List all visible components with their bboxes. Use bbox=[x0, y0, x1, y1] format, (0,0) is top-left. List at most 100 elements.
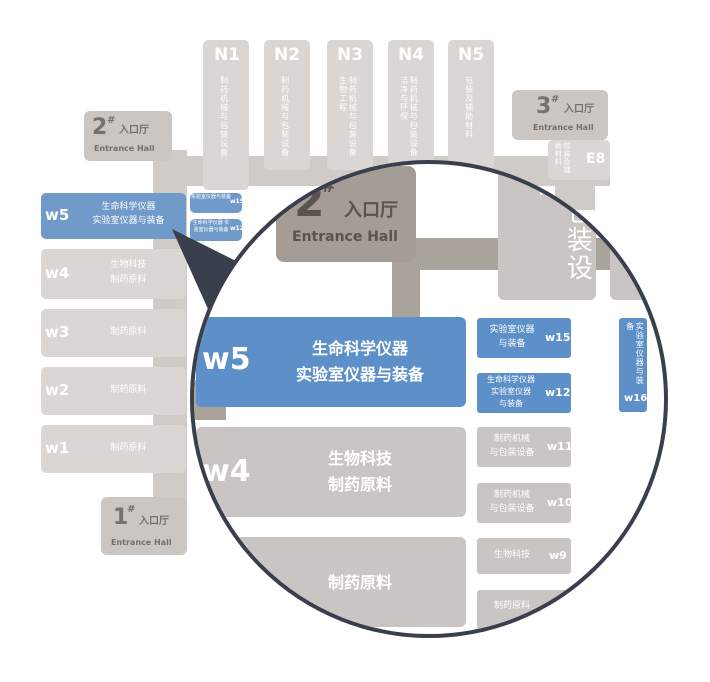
zoom-hall-w3[interactable]: 制药原料 bbox=[196, 537, 466, 627]
hall-line-2: 实验室仪器与装备 bbox=[295, 365, 424, 384]
hall-w15-small[interactable]: 实验室仪器与装备 w15 bbox=[190, 193, 242, 213]
hall-code: w15 bbox=[230, 198, 242, 205]
entrance-number: 3 bbox=[536, 94, 552, 119]
hall-name: 制药机械与包装设备 洁净与环保 bbox=[399, 76, 419, 157]
hall-w4[interactable]: w4 生物科技 制药原料 bbox=[41, 249, 186, 299]
hall-w2[interactable]: w2 制药原料 bbox=[41, 367, 186, 415]
hall-code: E8 bbox=[586, 151, 606, 167]
hall-name: 包装及辅助材料 bbox=[464, 76, 474, 139]
hall-n1[interactable]: N1 制药机械与包装设备 bbox=[203, 40, 249, 190]
hall-line-2: 制药原料 bbox=[327, 475, 392, 494]
zoom-hall-w16[interactable]: 实验室仪器与装备 w16 bbox=[619, 318, 647, 412]
entrance-label-cn: 入口厅 bbox=[119, 125, 149, 136]
hall-n3[interactable]: N3 制药机械与包装设备 生物工程 bbox=[327, 40, 373, 170]
zoom-hall-w4[interactable]: w4 生物科技 制药原料 bbox=[196, 427, 466, 517]
hall-code: N2 bbox=[274, 45, 301, 65]
hall-code: N1 bbox=[214, 45, 241, 65]
zoom-hall-n-fragment[interactable]: 与包装设备 bbox=[498, 164, 596, 300]
magnified-map: 2 # 入口厅 Entrance Hall 与包装设备 w5 生命科学仪器 实验… bbox=[194, 164, 664, 634]
hall-line-1: 制药原料 bbox=[110, 443, 147, 453]
hall-code: w3 bbox=[45, 323, 70, 341]
hall-code: w16 bbox=[624, 393, 647, 404]
zoom-hall-w12[interactable]: 生命科学仪器 实验室仪器 与装备 w12 bbox=[477, 373, 571, 413]
hall-code: w2 bbox=[45, 381, 70, 399]
hall-text: 生命科学仪器 实验室仪器与装备 bbox=[192, 220, 230, 233]
entrance-label-cn: 入口厅 bbox=[344, 200, 398, 221]
zoom-hall-w9[interactable]: 生物科技 w9 bbox=[477, 538, 571, 574]
hall-name: 包装及辅助材料 bbox=[554, 142, 571, 174]
entrance-hall-2-small[interactable]: 2 # 入口厅 Entrance Hall bbox=[84, 111, 172, 161]
hall-code: w12 bbox=[545, 386, 571, 399]
zoom-hall-w15[interactable]: 实验室仪器 与装备 w15 bbox=[477, 318, 571, 358]
hall-code: w10 bbox=[547, 496, 571, 509]
hall-line-1: 制药机械 bbox=[493, 434, 530, 444]
hall-line-1: 制药原料 bbox=[493, 601, 530, 611]
hall-code: N4 bbox=[398, 45, 425, 65]
zoom-hall-w10[interactable]: 制药机械 与包装设备 w10 bbox=[477, 483, 571, 523]
hall-name: 制药机械与包装设备 bbox=[280, 76, 290, 157]
entrance-label-cn: 入口厅 bbox=[564, 104, 594, 115]
hall-code: w11 bbox=[547, 440, 571, 453]
hall-line-2: 制药原料 bbox=[110, 275, 147, 285]
entrance-hall-3[interactable]: 3 # 入口厅 Entrance Hall bbox=[512, 90, 608, 140]
zoom-hall-w8[interactable]: 制药原料 bbox=[477, 590, 571, 630]
hall-line-1: 制药原料 bbox=[110, 327, 147, 337]
hall-code: w12 bbox=[230, 225, 242, 232]
entrance-number: 1 bbox=[113, 505, 129, 530]
zoom-hall-w5[interactable]: w5 生命科学仪器 实验室仪器与装备 bbox=[196, 317, 466, 407]
entrance-number: 2 bbox=[92, 115, 108, 140]
hall-name-fragment: 与包装设备 bbox=[531, 170, 593, 282]
entrance-label-cn: 入口厅 bbox=[139, 516, 169, 527]
hall-line-1: 生物科技 bbox=[110, 260, 147, 270]
hall-line-1: 实验室仪器 bbox=[489, 325, 535, 335]
hall-code: N5 bbox=[458, 45, 485, 65]
hall-code: w5 bbox=[202, 342, 251, 377]
entrance-mark: # bbox=[107, 115, 116, 126]
hall-code: w4 bbox=[202, 454, 251, 489]
hall-text: 实验室仪器与装备 bbox=[191, 194, 232, 200]
zoom-hall-w11[interactable]: 制药机械 与包装设备 w11 bbox=[477, 427, 571, 467]
hall-code: w5 bbox=[45, 206, 70, 224]
entrance-mark: # bbox=[551, 94, 560, 105]
hall-code: w9 bbox=[549, 549, 567, 562]
hall-n4[interactable]: N4 制药机械与包装设备 洁净与环保 bbox=[388, 40, 434, 170]
hall-line-2: 实验室仪器与装备 bbox=[92, 216, 165, 226]
hall-w12-small[interactable]: 生命科学仪器 实验室仪器与装备 w12 bbox=[190, 219, 242, 241]
entrance-number: 2 bbox=[294, 176, 325, 227]
hall-line-2: 与包装设备 bbox=[489, 448, 535, 458]
entrance-label-en: Entrance Hall bbox=[292, 229, 398, 245]
entrance-hall-1[interactable]: 1 # 入口厅 Entrance Hall bbox=[101, 497, 187, 555]
hall-line-2: 实验室仪器 bbox=[491, 387, 531, 396]
hall-line-1: 生命科学仪器 bbox=[487, 375, 535, 384]
hall-line-2: 与包装设备 bbox=[489, 504, 535, 514]
entrance-label-en: Entrance Hall bbox=[111, 538, 172, 547]
hall-line-3: 与装备 bbox=[499, 399, 523, 408]
magnifier-circle: 2 # 入口厅 Entrance Hall 与包装设备 w5 生命科学仪器 实验… bbox=[190, 160, 668, 638]
entrance-mark: # bbox=[127, 504, 136, 515]
hall-line-1: 生命科学仪器 bbox=[101, 202, 156, 212]
zoom-hall-right-edge bbox=[610, 210, 664, 300]
hall-line-2: 与装备 bbox=[498, 339, 526, 349]
entrance-mark: # bbox=[321, 176, 337, 197]
hall-name: 制药机械与包装设备 bbox=[219, 76, 229, 157]
hall-text: 实验室仪器与装备 bbox=[625, 322, 645, 385]
hall-code: w4 bbox=[45, 264, 70, 282]
entrance-label-en: Entrance Hall bbox=[533, 123, 594, 132]
hall-w3[interactable]: w3 制药原料 bbox=[41, 309, 186, 357]
entrance-label-en: Entrance Hall bbox=[94, 144, 155, 153]
hall-line-1: 制药原料 bbox=[110, 385, 147, 395]
hall-name: 制药机械与包装设备 生物工程 bbox=[338, 76, 358, 157]
hall-code: N3 bbox=[337, 45, 364, 65]
hall-code: w15 bbox=[545, 331, 571, 344]
hall-w1[interactable]: w1 制药原料 bbox=[41, 425, 186, 473]
hall-n2[interactable]: N2 制药机械与包装设备 bbox=[264, 40, 310, 170]
hall-code: w1 bbox=[45, 439, 70, 457]
hall-line-1: 制药原料 bbox=[327, 573, 392, 592]
hall-n5[interactable]: N5 包装及辅助材料 bbox=[448, 40, 494, 170]
hall-w5[interactable]: w5 生命科学仪器 实验室仪器与装备 bbox=[41, 193, 186, 239]
zoom-entrance-hall-2[interactable]: 2 # 入口厅 Entrance Hall bbox=[276, 166, 416, 262]
hall-line-1: 制药机械 bbox=[493, 490, 530, 500]
hall-line-1: 生物科技 bbox=[493, 550, 530, 560]
